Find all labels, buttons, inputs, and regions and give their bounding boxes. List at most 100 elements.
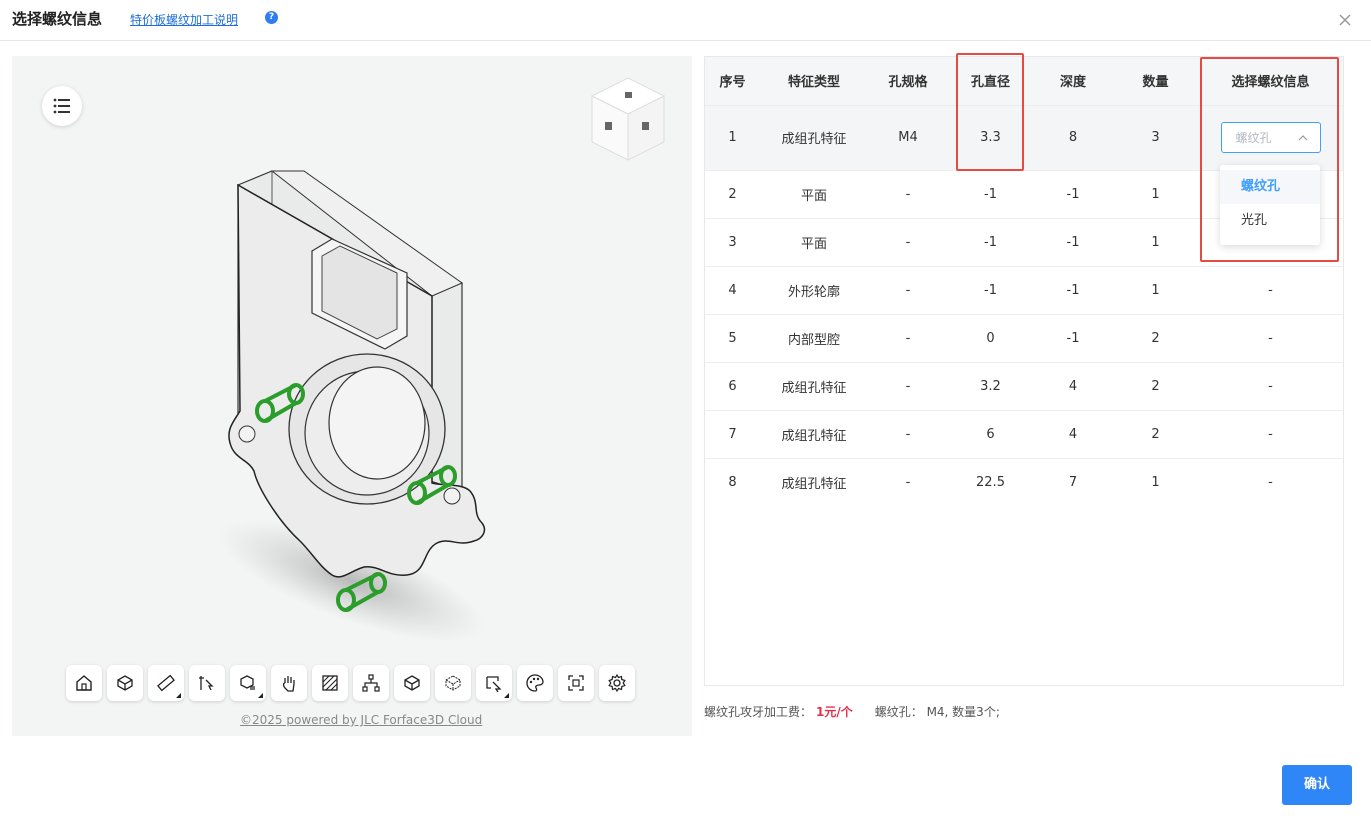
fit-screen-icon[interactable] — [558, 665, 594, 701]
column-header-qty: 数量 — [1113, 57, 1198, 105]
cell-type: 平面 — [760, 169, 868, 218]
fee-price: 1元/个 — [816, 705, 853, 719]
cell-spec: - — [868, 169, 948, 218]
column-header-thread: 选择螺纹信息 — [1198, 57, 1343, 105]
cell-no: 1 — [705, 104, 760, 170]
cell-thread: - — [1198, 313, 1343, 362]
cell-type: 外形轮廓 — [760, 265, 868, 314]
settings-icon[interactable] — [599, 665, 635, 701]
cell-no: 6 — [705, 361, 760, 410]
cell-depth: 7 — [1033, 457, 1113, 506]
question-icon[interactable]: ? — [265, 11, 278, 24]
cell-depth: -1 — [1033, 265, 1113, 314]
cell-type: 成组孔特征 — [760, 361, 868, 410]
cell-type: 成组孔特征 — [760, 457, 868, 506]
option-threaded-hole[interactable]: 螺纹孔 — [1220, 170, 1320, 204]
cell-no: 7 — [705, 409, 760, 458]
cell-diameter: -1 — [948, 217, 1033, 266]
cell-depth: 4 — [1033, 361, 1113, 410]
cell-spec: - — [868, 217, 948, 266]
view-cube-icon[interactable] — [588, 74, 668, 164]
column-header-type: 特征类型 — [760, 57, 868, 105]
cell-qty: 1 — [1113, 265, 1198, 314]
cell-no: 4 — [705, 265, 760, 314]
pan-hand-icon[interactable] — [271, 665, 307, 701]
list-menu-icon[interactable] — [42, 86, 82, 126]
thread-type-dropdown: 螺纹孔 光孔 — [1220, 165, 1320, 245]
cell-no: 3 — [705, 217, 760, 266]
dialog-header: 选择螺纹信息 特价板螺纹加工说明 ? — [0, 0, 1371, 41]
cell-diameter: 3.3 — [948, 104, 1033, 170]
cell-thread: - — [1198, 457, 1343, 506]
pick-icon[interactable] — [476, 665, 512, 701]
chevron-up-icon — [1298, 134, 1307, 140]
table-row[interactable]: 6 成组孔特征 - 3.2 4 2 - — [705, 361, 1343, 410]
cell-qty: 1 — [1113, 169, 1198, 218]
shaded-icon[interactable] — [394, 665, 430, 701]
select-value: 螺纹孔 — [1235, 131, 1272, 145]
measure-icon[interactable] — [148, 665, 184, 701]
option-plain-hole[interactable]: 光孔 — [1241, 213, 1268, 228]
cell-thread: 螺纹孔 — [1198, 104, 1343, 170]
cell-qty: 1 — [1113, 217, 1198, 266]
cell-type: 平面 — [760, 217, 868, 266]
cell-type: 成组孔特征 — [760, 409, 868, 458]
palette-icon[interactable] — [517, 665, 553, 701]
cell-spec: - — [868, 457, 948, 506]
table-row[interactable]: 7 成组孔特征 - 6 4 2 - — [705, 409, 1343, 458]
table-header-row: 序号 特征类型 孔规格 孔直径 深度 数量 选择螺纹信息 — [705, 57, 1343, 105]
table-row[interactable]: 5 内部型腔 - 0 -1 2 - — [705, 313, 1343, 362]
cell-diameter: 6 — [948, 409, 1033, 458]
cell-qty: 2 — [1113, 313, 1198, 362]
cell-thread: - — [1198, 265, 1343, 314]
viewer-toolbar — [66, 665, 635, 701]
cell-diameter: -1 — [948, 169, 1033, 218]
cell-qty: 2 — [1113, 409, 1198, 458]
dialog-title: 选择螺纹信息 — [12, 10, 103, 28]
close-icon[interactable] — [1336, 11, 1354, 29]
view-cube-icon[interactable] — [107, 665, 143, 701]
cell-no: 2 — [705, 169, 760, 218]
fee-label: 螺纹孔攻牙加工费： — [704, 705, 813, 719]
cell-no: 8 — [705, 457, 760, 506]
cell-spec: - — [868, 313, 948, 362]
thread-type-select[interactable]: 螺纹孔 — [1220, 122, 1321, 153]
cell-qty: 3 — [1113, 104, 1198, 170]
cell-diameter: 0 — [948, 313, 1033, 362]
structure-tree-icon[interactable] — [353, 665, 389, 701]
cell-qty: 1 — [1113, 457, 1198, 506]
cell-type: 成组孔特征 — [760, 104, 868, 170]
cell-type: 内部型腔 — [760, 313, 868, 362]
part-3d-model[interactable] — [192, 161, 512, 651]
model-viewer[interactable]: ©2025 powered by JLC Forface3D Cloud — [12, 56, 692, 736]
cell-spec: - — [868, 409, 948, 458]
powered-by-link[interactable]: ©2025 powered by JLC Forface3D Cloud — [240, 713, 483, 727]
table-row[interactable]: 8 成组孔特征 - 22.5 7 1 - — [705, 457, 1343, 506]
cell-thread: - — [1198, 361, 1343, 410]
cell-diameter: -1 — [948, 265, 1033, 314]
column-header-no: 序号 — [705, 57, 760, 105]
cell-spec: - — [868, 265, 948, 314]
cell-depth: -1 — [1033, 169, 1113, 218]
cell-depth: 8 — [1033, 104, 1113, 170]
wireframe-icon[interactable] — [435, 665, 471, 701]
home-icon[interactable] — [66, 665, 102, 701]
thread-help-link[interactable]: 特价板螺纹加工说明 — [130, 13, 239, 27]
confirm-button[interactable]: 确认 — [1282, 765, 1352, 805]
thread-summary: 螺纹孔： M4, 数量3个; — [874, 705, 1000, 719]
column-header-spec: 孔规格 — [868, 57, 948, 105]
hatch-icon[interactable] — [312, 665, 348, 701]
cell-thread: - — [1198, 409, 1343, 458]
table-row[interactable]: 1 成组孔特征 M4 3.3 8 3 螺纹孔 — [705, 104, 1343, 170]
select-feature-icon[interactable] — [189, 665, 225, 701]
cell-diameter: 3.2 — [948, 361, 1033, 410]
cell-no: 5 — [705, 313, 760, 362]
cell-diameter: 22.5 — [948, 457, 1033, 506]
section-view-icon[interactable] — [230, 665, 266, 701]
fee-summary: 螺纹孔攻牙加工费：1元/个 螺纹孔： M4, 数量3个; — [704, 703, 1000, 720]
cell-depth: 4 — [1033, 409, 1113, 458]
column-header-diameter: 孔直径 — [948, 57, 1033, 105]
table-row[interactable]: 4 外形轮廓 - -1 -1 1 - — [705, 265, 1343, 314]
feature-table-panel: 序号 特征类型 孔规格 孔直径 深度 数量 选择螺纹信息 1 成组孔特征 M4 … — [704, 56, 1344, 686]
